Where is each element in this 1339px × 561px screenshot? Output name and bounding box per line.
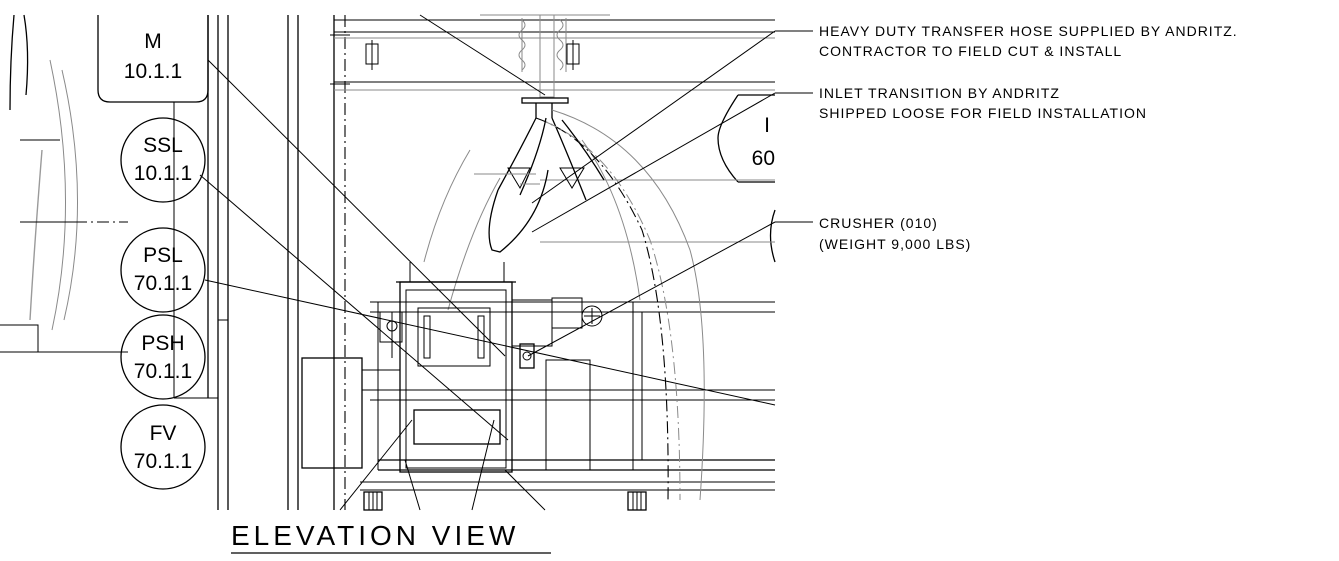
tag-fv-label: FV [150, 422, 177, 445]
anchor-bolts-right [627, 491, 647, 511]
view-title: ELEVATION VIEW [231, 520, 551, 554]
callout-hose-line2: CONTRACTOR TO FIELD CUT & INSTALL [819, 43, 1122, 59]
tag-partial-label: I [764, 114, 770, 137]
transfer-hose [480, 14, 610, 98]
callout-inlet-transition: INLET TRANSITION BY ANDRITZ SHIPPED LOOS… [819, 85, 1147, 121]
tag-psl-label: PSL [143, 244, 183, 267]
tag-psl-number: 70.1.1 [134, 272, 192, 295]
crusher-assembly [301, 262, 603, 473]
callout-crusher-line2: (WEIGHT 9,000 LBS) [819, 236, 971, 252]
callout-inlet-line2: SHIPPED LOOSE FOR FIELD INSTALLATION [819, 105, 1147, 121]
tag-fv-number: 70.1.1 [134, 450, 192, 473]
left-edge-geometry [0, 14, 128, 353]
inlet-transition [423, 97, 705, 501]
instrument-tags: M 10.1.1 SSL 10.1.1 PSL 70.1.1 PSH 70.1.… [97, 15, 776, 490]
tag-psh-bubble: PSH 70.1.1 [120, 314, 206, 400]
tag-partial-number: 60 [752, 147, 775, 170]
tag-ssl-label: SSL [143, 134, 183, 157]
beam-bolts-left [365, 40, 379, 70]
tag-partial-arc [769, 209, 776, 263]
callout-hose-line1: HEAVY DUTY TRANSFER HOSE SUPPLIED BY AND… [819, 23, 1238, 39]
callout-transfer-hose: HEAVY DUTY TRANSFER HOSE SUPPLIED BY AND… [819, 23, 1238, 59]
tag-psl-bubble: PSL 70.1.1 [120, 227, 206, 313]
callout-crusher: CRUSHER (010) (WEIGHT 9,000 LBS) [819, 215, 971, 252]
support-structure [173, 15, 775, 511]
anchor-bolts-left [363, 491, 383, 511]
tag-partial-bubble: I 60 [717, 94, 775, 183]
tag-m-bubble: M 10.1.1 [97, 15, 209, 103]
tag-ssl-number: 10.1.1 [134, 162, 192, 185]
view-title-text: ELEVATION VIEW [231, 520, 519, 551]
beam-bolts-right [566, 40, 580, 70]
tag-psh-label: PSH [141, 332, 184, 355]
callout-inlet-line1: INLET TRANSITION BY ANDRITZ [819, 85, 1060, 101]
tag-ssl-bubble: SSL 10.1.1 [120, 117, 206, 203]
leader-lines [199, 14, 813, 511]
tag-psh-number: 70.1.1 [134, 360, 192, 383]
tag-fv-bubble: FV 70.1.1 [120, 404, 206, 490]
tag-m-number: 10.1.1 [124, 60, 182, 83]
tag-m-label: M [144, 30, 162, 53]
callout-crusher-line1: CRUSHER (010) [819, 215, 938, 231]
